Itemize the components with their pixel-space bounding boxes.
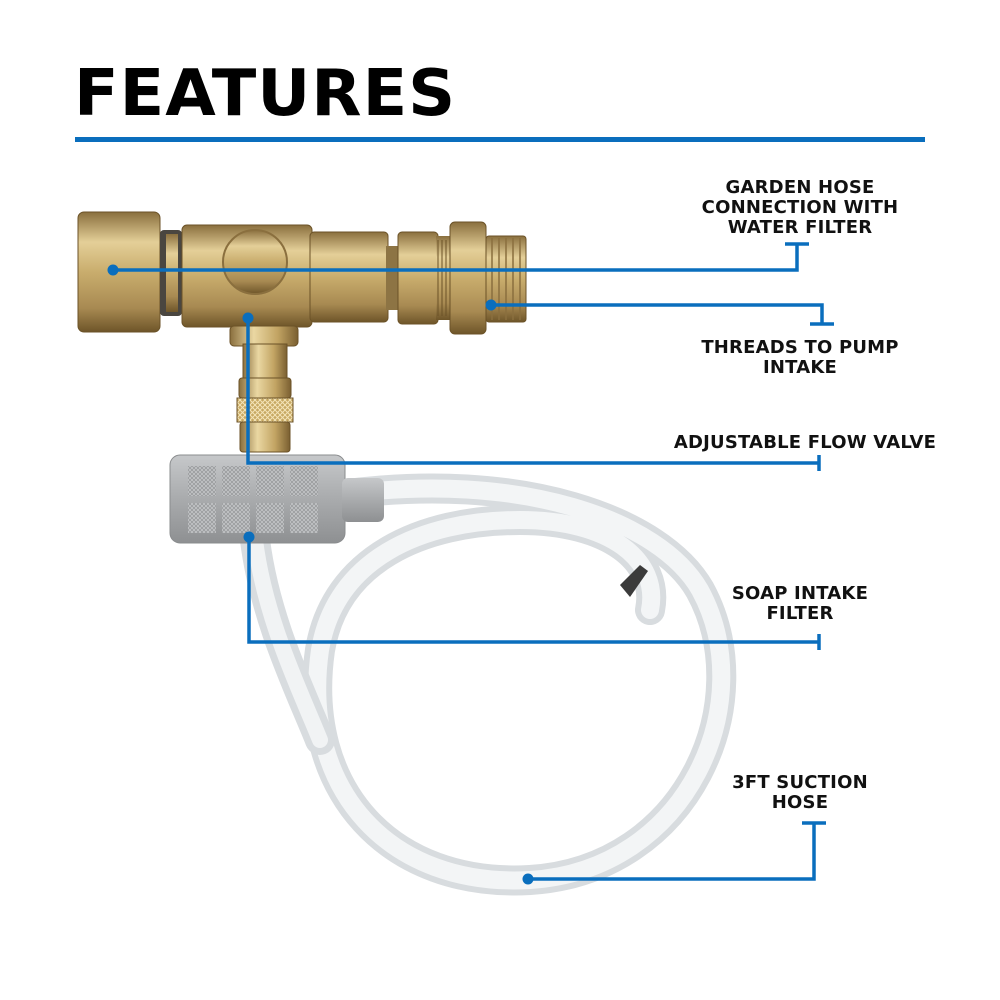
callout-line: 3FT SUCTION bbox=[732, 772, 868, 793]
title-underline bbox=[75, 137, 925, 142]
callout-line: HOSE bbox=[771, 792, 829, 813]
callout-garden-hose-connection: GARDEN HOSE CONNECTION WITH WATER FILTER bbox=[680, 178, 920, 238]
callout-threads-to-pump-intake: THREADS TO PUMP INTAKE bbox=[680, 338, 920, 378]
callout-lines bbox=[113, 242, 834, 881]
flow-valve bbox=[229, 325, 299, 453]
callout-line: ADJUSTABLE FLOW VALVE bbox=[673, 432, 937, 453]
callout-line: FILTER bbox=[766, 603, 834, 624]
callout-line: GARDEN HOSE bbox=[725, 177, 875, 198]
callout-line: THREADS TO PUMP bbox=[701, 337, 899, 358]
callout-line: INTAKE bbox=[762, 357, 838, 378]
callout-adjustable-flow-valve: ADJUSTABLE FLOW VALVE bbox=[640, 433, 970, 453]
page-title: FEATURES bbox=[74, 57, 457, 131]
callout-line: WATER FILTER bbox=[727, 217, 873, 238]
suction-hose bbox=[240, 473, 737, 896]
callout-line: SOAP INTAKE bbox=[731, 583, 869, 604]
callout-soap-intake-filter: SOAP INTAKE FILTER bbox=[700, 584, 900, 624]
callout-dots bbox=[107, 264, 534, 885]
brass-fitting bbox=[77, 211, 527, 335]
soap-filter bbox=[169, 454, 384, 544]
callout-3ft-suction-hose: 3FT SUCTION HOSE bbox=[700, 773, 900, 813]
callout-line: CONNECTION WITH bbox=[701, 197, 899, 218]
